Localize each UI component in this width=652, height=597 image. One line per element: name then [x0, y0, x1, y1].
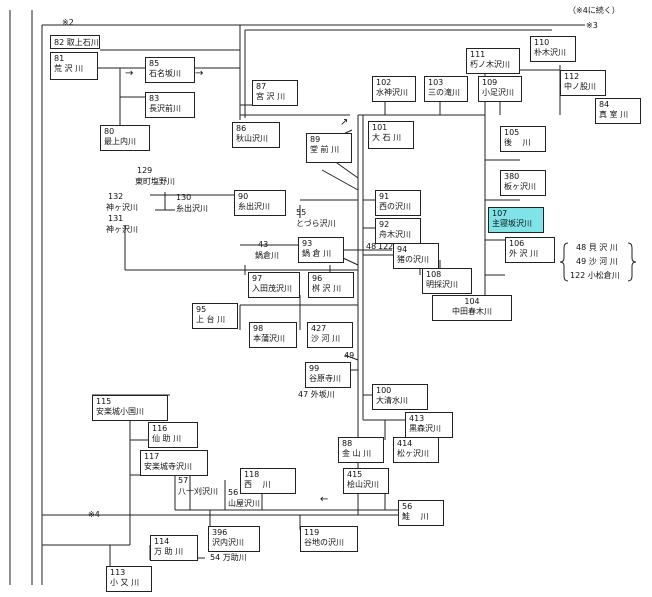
label-56-name: 山屋沢川: [228, 499, 260, 508]
legend-row: 48 貝 沢 川: [576, 243, 618, 252]
flow-arrow-right-icon: →: [125, 68, 134, 79]
label-57-name: 八十刈沢川: [178, 487, 218, 496]
label-48: 48: [366, 242, 377, 251]
legend-row: 49 沙 河 川: [576, 257, 618, 266]
label-49: 49: [344, 351, 355, 360]
label-43-name: 鍋倉川: [255, 251, 279, 260]
flow-arrow-right-icon: →: [195, 68, 204, 79]
label-129-num: 129: [137, 166, 153, 175]
continued-note: （※4に続く）: [568, 6, 620, 15]
label-43-num: 43: [258, 240, 269, 249]
marker-3: ※3: [586, 21, 598, 30]
label-55-name: とづら沢川: [296, 219, 336, 228]
label-57-num: 57: [178, 476, 189, 485]
flow-arrow-diagonal-icon: ↗: [340, 117, 349, 128]
label-56-num: 56: [228, 488, 239, 497]
label-132-num: 132: [108, 192, 124, 201]
label-130-num: 130: [176, 193, 192, 202]
label-122: 122: [378, 242, 394, 251]
label-129-name: 東町塩野川: [135, 177, 175, 186]
flow-arrow-left-icon: ←: [320, 494, 329, 505]
label-130-name: 糸出沢川: [176, 204, 208, 213]
label-55-num: 55: [296, 208, 307, 217]
marker-2: ※2: [62, 18, 74, 27]
label-132-name: 神ヶ沢川: [106, 203, 138, 212]
label-131-num: 131: [108, 214, 124, 223]
label-54: 54 万助川: [210, 553, 247, 562]
label-131-name: 神ヶ沢川: [106, 225, 138, 234]
label-47: 47 外坂川: [298, 390, 335, 399]
river-82-label: 82 取上石川: [50, 35, 100, 49]
marker-4: ※4: [88, 510, 100, 519]
legend-row: 122 小松倉川: [570, 271, 620, 280]
